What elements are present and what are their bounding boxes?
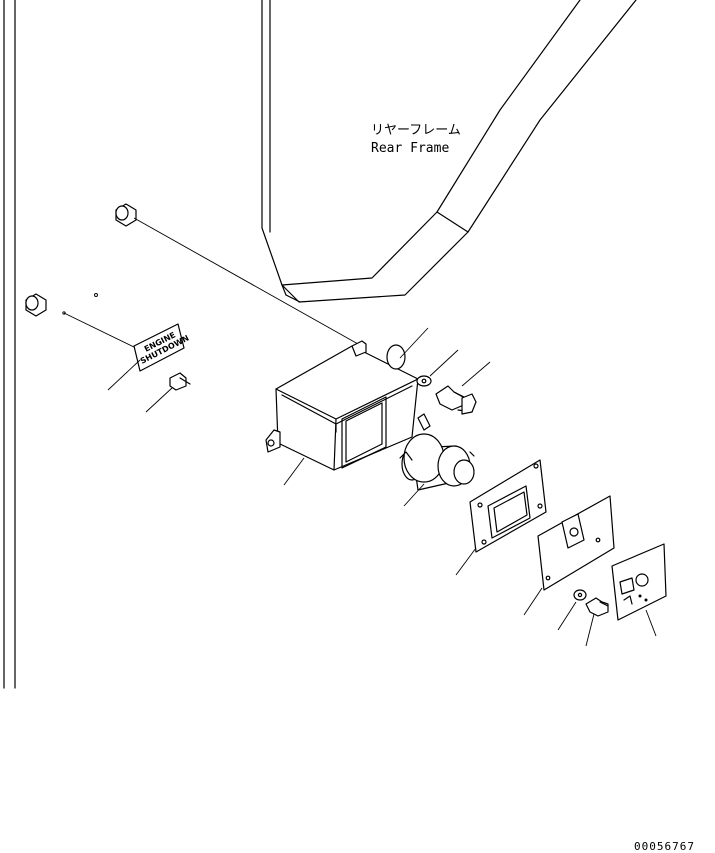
rear-frame-label-en: Rear Frame [371, 141, 449, 156]
mounting-plate [537, 495, 615, 591]
emergency-stop-switch [399, 413, 475, 491]
page-border [3, 0, 16, 689]
leader-bolt-upper [461, 361, 491, 387]
leader-switch [403, 483, 425, 507]
washer-lower [573, 589, 587, 601]
leader-gasket [455, 547, 477, 576]
screw-plate [169, 372, 191, 391]
leader-washer-lower [557, 601, 577, 631]
gasket-plate [469, 459, 547, 553]
assembly-line-plate [63, 312, 141, 351]
bolt-upper [435, 385, 477, 415]
leader-bolt-lower [585, 613, 595, 647]
document-number: 00056767 [634, 840, 695, 853]
rear-frame-label-jp: リヤーフレーム [371, 123, 461, 138]
caution-label-plate [611, 543, 667, 621]
leader-mounting-plate [523, 587, 543, 616]
bolt-lower [585, 597, 609, 617]
engine-shutdown-plate: ENGINE SHUTDOWN [133, 323, 190, 372]
leader-plate [107, 359, 141, 391]
small-rivet [94, 293, 98, 297]
leader-caution-plate [645, 609, 657, 637]
assembly-line-spacer-upper [133, 217, 359, 345]
leader-bracket [283, 457, 305, 486]
leader-washer-upper [429, 349, 459, 377]
rear-frame [261, 0, 637, 303]
small-rivet-2 [62, 311, 66, 315]
spacer-upper [115, 203, 137, 227]
leader-screw-plate [145, 387, 173, 413]
spacer-left [25, 293, 47, 317]
leader-bolt-boss [399, 327, 429, 359]
switch-box-bracket [265, 340, 419, 471]
washer-upper [416, 375, 432, 387]
